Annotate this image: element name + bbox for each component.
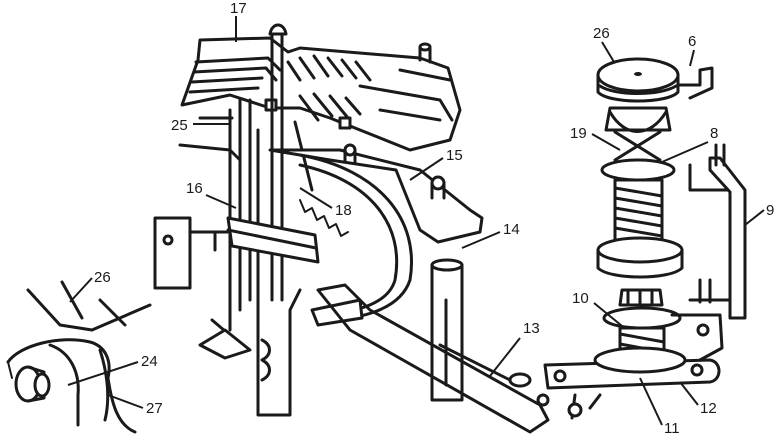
label-27: 27 <box>146 400 163 417</box>
lever-bar <box>153 216 320 290</box>
label-16: 16 <box>186 180 203 197</box>
label-19: 19 <box>570 125 587 142</box>
label-10: 10 <box>572 290 589 307</box>
label-24: 24 <box>141 353 158 370</box>
label-13: 13 <box>523 320 540 337</box>
label-8: 8 <box>710 125 718 142</box>
roller-detail <box>6 280 152 434</box>
label-6: 6 <box>688 33 696 50</box>
label-17: 17 <box>230 0 247 17</box>
label-11: 11 <box>664 420 680 437</box>
label-12: 12 <box>700 400 717 417</box>
central-rod <box>178 23 302 417</box>
post-14 <box>316 258 550 434</box>
top-plate <box>180 36 462 152</box>
spindle-assembly <box>593 57 714 374</box>
bracket-9 <box>670 143 747 362</box>
callouts: 17 25 16 18 15 14 26 6 19 8 9 10 13 12 1… <box>67 0 774 437</box>
label-25: 25 <box>171 117 188 134</box>
label-18: 18 <box>335 202 352 219</box>
label-15: 15 <box>446 147 463 164</box>
label-14: 14 <box>503 221 520 238</box>
label-26-left: 26 <box>94 269 111 286</box>
label-9: 9 <box>766 202 774 219</box>
label-26-top: 26 <box>593 25 610 42</box>
